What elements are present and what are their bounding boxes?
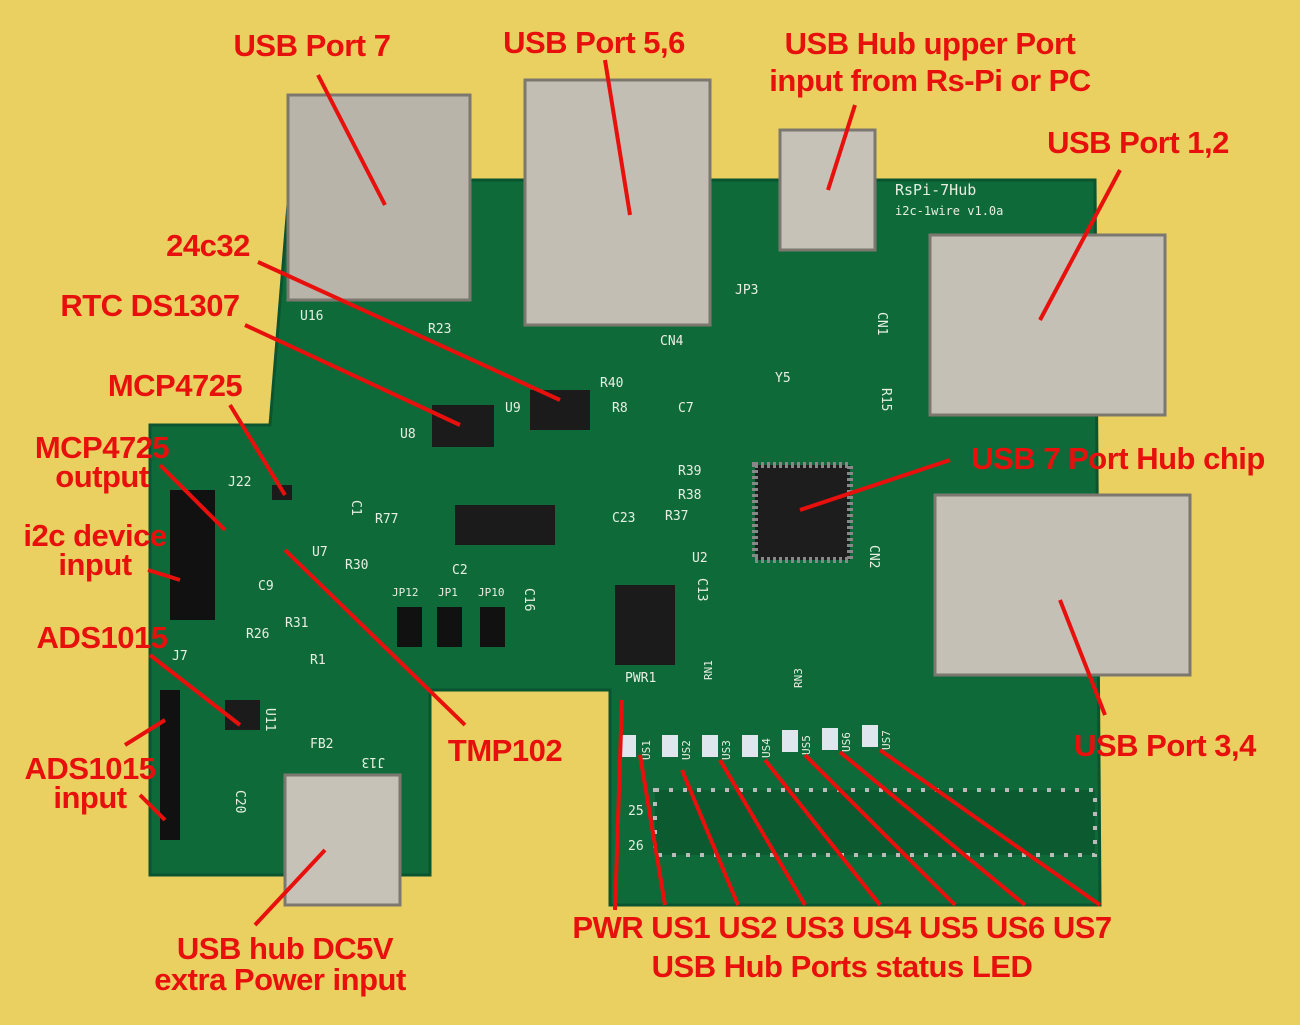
silk-pin-26: 26: [628, 839, 644, 854]
silk-r40: R40: [600, 376, 623, 391]
label-mcp4725: MCP4725: [107, 368, 243, 403]
usb-port-3-4: [933, 493, 1192, 677]
silk-c7: C7: [678, 401, 694, 416]
silk-cn4: CN4: [660, 334, 684, 349]
header-j22: [170, 490, 215, 620]
jumper-jp10: [480, 607, 505, 647]
adc-chip: [225, 700, 260, 730]
label-i2c-2: input: [58, 547, 132, 582]
label-i2c-1: i2c device: [23, 518, 167, 553]
label-hub-upper-2: input from Rs-Pi or PC: [769, 63, 1091, 98]
silk-us4: US4: [760, 738, 773, 758]
silk-r1: R1: [310, 653, 326, 668]
silk-r30: R30: [345, 558, 368, 573]
silk-u2: U2: [692, 551, 708, 566]
silk-c23: C23: [612, 511, 635, 526]
silk-j22: J22: [228, 475, 251, 490]
rtc-chip: [432, 405, 494, 447]
silkscreen-labels: U16 R23 U8 U9 R40 R8 C7 R39 R38 R37 C23 …: [172, 283, 893, 854]
silk-us2: US2: [680, 740, 693, 760]
silk-u7: U7: [312, 545, 328, 560]
usb-port-1-2: [928, 233, 1167, 417]
silk-r77: R77: [375, 512, 398, 527]
silk-us3: US3: [720, 740, 733, 760]
label-status-leds-1: PWR US1 US2 US3 US4 US5 US6 US7: [572, 910, 1112, 945]
silk-c13: C13: [694, 578, 709, 601]
silk-j13: J13: [362, 754, 385, 769]
label-mcp4725-output-2: output: [55, 459, 149, 494]
silk-c2: C2: [452, 563, 468, 578]
silk-r8: R8: [612, 401, 628, 416]
silk-r26: R26: [246, 627, 269, 642]
silk-jp10: JP10: [478, 586, 505, 599]
label-usb-port-5-6: USB Port 5,6: [503, 25, 685, 60]
hub-chip: [752, 462, 853, 563]
label-power-input-2: extra Power input: [154, 962, 406, 997]
jumper-jp1: [437, 607, 462, 647]
silk-fb2: FB2: [310, 737, 333, 752]
label-usb-port-1-2: USB Port 1,2: [1047, 125, 1229, 160]
usb-mini-power: [283, 773, 402, 907]
jumper-jp12: [397, 607, 422, 647]
silk-jp12: JP12: [392, 586, 419, 599]
label-usb-port-7: USB Port 7: [233, 28, 391, 63]
silk-us6: US6: [840, 732, 853, 752]
label-rtc: RTC DS1307: [60, 288, 240, 323]
silk-us7: US7: [880, 730, 893, 750]
silk-rn3: RN3: [792, 668, 805, 688]
silk-u9: U9: [505, 401, 521, 416]
label-usb-port-3-4: USB Port 3,4: [1074, 728, 1256, 763]
usb-port-5-6: [523, 78, 712, 327]
label-ads1015-input-2: input: [53, 780, 127, 815]
silk-jp3: JP3: [735, 283, 758, 298]
label-24c32: 24c32: [166, 228, 250, 263]
silk-r15: R15: [878, 388, 893, 411]
silk-rn1: RN1: [702, 660, 715, 680]
usb-mini-upper: [778, 128, 877, 252]
label-hub-chip: USB 7 Port Hub chip: [971, 441, 1265, 476]
silk-us1: US1: [640, 740, 653, 760]
silk-cn1: CN1: [874, 312, 889, 335]
silk-us5: US5: [800, 735, 813, 755]
silk-c1: C1: [348, 500, 363, 516]
label-hub-upper-1: USB Hub upper Port: [784, 26, 1076, 61]
label-ads1015-input-1: ADS1015: [24, 751, 156, 786]
silk-c16: C16: [521, 588, 536, 611]
silk-cn2: CN2: [866, 545, 881, 568]
silk-r31: R31: [285, 616, 308, 631]
label-mcp4725-output-1: MCP4725: [34, 430, 170, 465]
silk-u11: U11: [262, 708, 277, 731]
silk-r38: R38: [678, 488, 701, 503]
label-ads1015: ADS1015: [36, 620, 168, 655]
board-title: RsPi-7Hub: [895, 181, 976, 199]
silk-u8: U8: [400, 427, 416, 442]
silk-r23: R23: [428, 322, 451, 337]
eeprom-chip: [530, 390, 590, 430]
label-status-leds-2: USB Hub Ports status LED: [651, 949, 1033, 984]
header-j7: [160, 690, 180, 840]
silk-j7: J7: [172, 649, 188, 664]
silk-r37: R37: [665, 509, 688, 524]
silk-u16: U16: [300, 309, 323, 324]
board-subtitle: i2c-1wire v1.0a: [895, 204, 1003, 218]
label-power-input-1: USB hub DC5V: [176, 931, 394, 966]
pointer-lines: [123, 59, 1122, 927]
silk-r39: R39: [678, 464, 701, 479]
status-leds: [620, 725, 878, 757]
label-tmp102: TMP102: [447, 733, 563, 768]
silk-y5: Y5: [775, 371, 791, 386]
silk-c9: C9: [258, 579, 274, 594]
silk-pin-25: 25: [628, 804, 644, 819]
regulator: [615, 585, 675, 665]
silk-c20: C20: [232, 790, 247, 813]
crystal: [455, 505, 555, 545]
silk-pwr1: PWR1: [625, 671, 656, 686]
silk-jp1: JP1: [438, 586, 458, 599]
